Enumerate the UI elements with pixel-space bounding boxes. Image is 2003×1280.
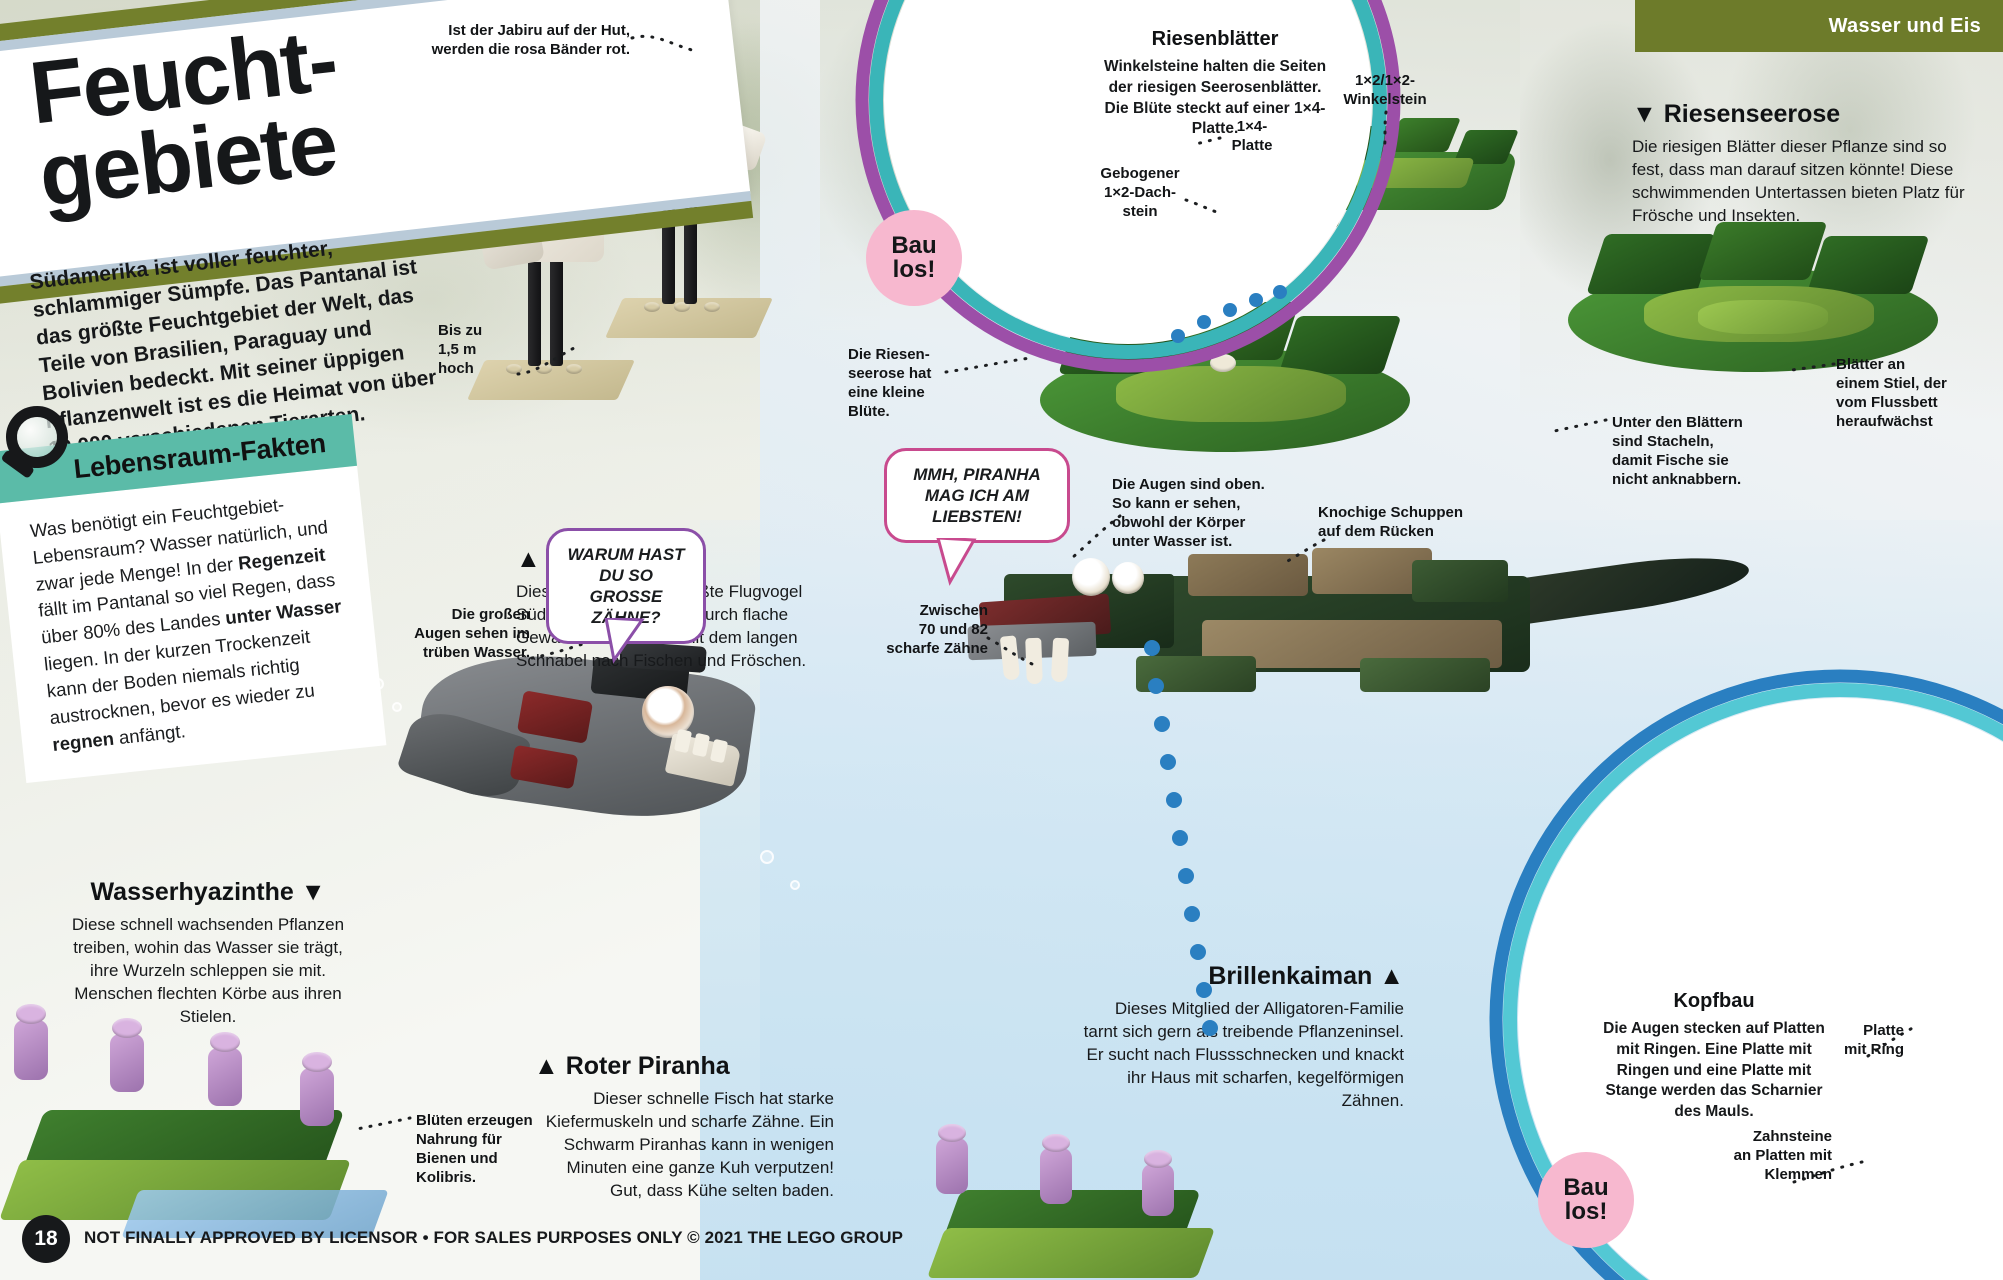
jabiru-left-leg-1 — [528, 248, 541, 366]
kaiman-zaehne-note: Zwischen 70 und 82 scharfe Zähne — [886, 602, 988, 657]
brillenkaiman-caption: Brillenkaiman ▲ Dieses Mitglied der Alli… — [1082, 962, 1404, 1113]
habitat-facts-body: Was benötigt ein Feuchtgebiet-Lebensraum… — [0, 465, 387, 784]
kaiman-eye-1 — [1072, 558, 1110, 596]
riesenblaetter-body: Winkelsteine halten die Seiten der riesi… — [1103, 58, 1327, 138]
kaiman-augen-note: Die Augen sind oben. So kann er sehen, o… — [1112, 476, 1265, 550]
chapter-tab-label: Wasser und Eis — [1828, 14, 1981, 37]
baulos-line2: los! — [892, 256, 936, 283]
kaiman-augen-leader — [1070, 514, 1122, 560]
water-bubble-3 — [392, 702, 402, 712]
kopfbau-platte-ring-note: Platte mit Ring — [1844, 1022, 1904, 1058]
bluetennote-leader — [350, 1116, 412, 1132]
jabiru-height-leader — [516, 344, 580, 376]
hyacinth-cluster-middle — [926, 1120, 1260, 1280]
page-footer-legal: NOT FINALLY APPROVED BY LICENSOR • FOR S… — [84, 1228, 904, 1247]
stiel-leader — [1790, 362, 1836, 372]
brillenkaiman-caption-body: Dieses Mitglied der Alligatoren-Familie … — [1083, 999, 1404, 1111]
kopfbau-title: Kopfbau — [1673, 990, 1755, 1012]
facts-bold-2: unter Wasser — [224, 595, 343, 629]
bluete-leader — [944, 356, 1032, 374]
kopfbau-caption: Kopfbau Die Augen stecken auf Platten mi… — [1594, 990, 1834, 1123]
jabiru-hut-leader — [630, 34, 694, 52]
piranha-caption-body: Dieser schnelle Fisch hat starke Kieferm… — [545, 1089, 834, 1201]
water-bubble-4 — [760, 850, 774, 864]
riesenblaetter-winkelstein-label: 1×2/1×2- Winkelstein — [1343, 72, 1427, 108]
water-bubble-5 — [790, 880, 800, 890]
piranha-caption-title: ▲ Roter Piranha — [534, 1052, 730, 1080]
riesenseerose-bluete-note: Die Riesen- seerose hat eine kleine Blüt… — [848, 346, 932, 420]
stacheln-leader — [1548, 418, 1608, 434]
blue-dot-trail-kopfbau — [1144, 640, 1218, 1036]
kaiman-bubble-tail — [936, 538, 977, 586]
dachstein-leader — [1184, 198, 1224, 216]
riesenblaetter-platte-label: 1×4- Platte — [1231, 118, 1273, 154]
piranha-model — [380, 600, 800, 880]
page-title: Feucht- gebiete — [25, 9, 350, 224]
page-number: 18 — [22, 1215, 70, 1263]
facts-bold-1: Regenzeit — [237, 543, 327, 574]
kopfbau-zahnsteine-note: Zahnsteine an Platten mit Klemmen — [1733, 1128, 1832, 1183]
riesenblaetter-title: Riesenblätter — [1151, 28, 1279, 50]
riesenseerose-caption: ▼ Riesenseerose Die riesigen Blätter die… — [1632, 100, 1972, 227]
piranha-caption: ▲ Roter Piranha Dieser schnelle Fisch ha… — [534, 1052, 834, 1203]
kaiman-speech-bubble: MMH, PIRANHA MAG ICH AM LIEBSTEN! — [884, 448, 1070, 544]
jabiru-hut-note: Ist der Jabiru auf der Hut, werden die r… — [431, 22, 630, 58]
platte-leader — [1194, 136, 1222, 146]
kaiman-schuppen-leader — [1284, 538, 1326, 564]
kaiman-eye-2 — [1112, 562, 1144, 594]
wasserhyazinthe-title: Wasserhyazinthe ▼ — [90, 878, 326, 906]
facts-text-4: anfängt. — [112, 719, 187, 749]
riesenblaetter-caption: Riesenblätter Winkelsteine halten die Se… — [1095, 28, 1335, 140]
riesenblaetter-ring — [855, 0, 1401, 373]
piranha-bubble-tail — [604, 618, 645, 664]
riesenseerose-stiel-note: Blätter an einem Stiel, der vom Flussbet… — [1836, 356, 1947, 430]
kopfbau-body: Die Augen stecken auf Platten mit Ringen… — [1603, 1020, 1825, 1121]
lily-pad-upper — [1548, 190, 1968, 410]
riesenblaetter-baulos-badge[interactable]: Bau los! — [866, 210, 962, 306]
riesenseerose-body: Die riesigen Blätter dieser Pflanze sind… — [1632, 137, 1965, 226]
kopfbau-ring — [1489, 669, 2003, 1280]
facts-bold-3: regnen — [51, 727, 115, 755]
riesenseerose-stacheln-note: Unter den Blättern sind Stacheln, damit … — [1612, 414, 1743, 488]
seerose-bluete — [1210, 354, 1236, 372]
platte-ring-leader — [1866, 1024, 1918, 1058]
jabiru-left-leg-2 — [550, 248, 563, 366]
kopfbau-baulos-line2: los! — [1564, 1198, 1608, 1225]
kopfbau-baulos-line1: Bau — [1563, 1174, 1609, 1201]
riesenseerose-title: ▼ Riesenseerose — [1632, 100, 1841, 128]
blue-dot-trail-upper — [1171, 285, 1287, 343]
kopfbau-baulos-badge[interactable]: Bau los! — [1538, 1152, 1634, 1248]
magnifier-icon — [0, 402, 72, 480]
piranha-augen-leader — [530, 628, 628, 660]
wasserhyazinthe-body: Diese schnell wachsenden Pflanzen treibe… — [71, 915, 345, 1027]
kaiman-schuppen-note: Knochige Schuppen auf dem Rücken — [1318, 504, 1464, 540]
jabiru-height-note: Bis zu 1,5 m hoch — [438, 322, 483, 377]
habitat-facts-box: Lebensraum-Fakten Was benötigt ein Feuch… — [0, 413, 387, 784]
kaiman-zaehne-leader — [986, 636, 1034, 666]
wasserhyazinthe-caption: Wasserhyazinthe ▼ Diese schnell wachsend… — [68, 878, 348, 1029]
chapter-tab: Wasser und Eis — [1635, 0, 2003, 52]
bluetennote: Blüten erzeugen Nahrung für Bienen und K… — [416, 1112, 533, 1186]
piranha-augen-note: Die großen Augen sehen im trüben Wasser. — [414, 606, 530, 661]
brillenkaiman-model — [960, 520, 1760, 770]
brillenkaiman-caption-title: Brillenkaiman ▲ — [1208, 962, 1404, 990]
winkelstein-leader — [1382, 110, 1388, 152]
baulos-line1: Bau — [891, 232, 937, 259]
riesenblaetter-dachstein-label: Gebogener 1×2-Dach- stein — [1100, 165, 1180, 220]
hyacinth-cluster-left — [0, 990, 440, 1270]
